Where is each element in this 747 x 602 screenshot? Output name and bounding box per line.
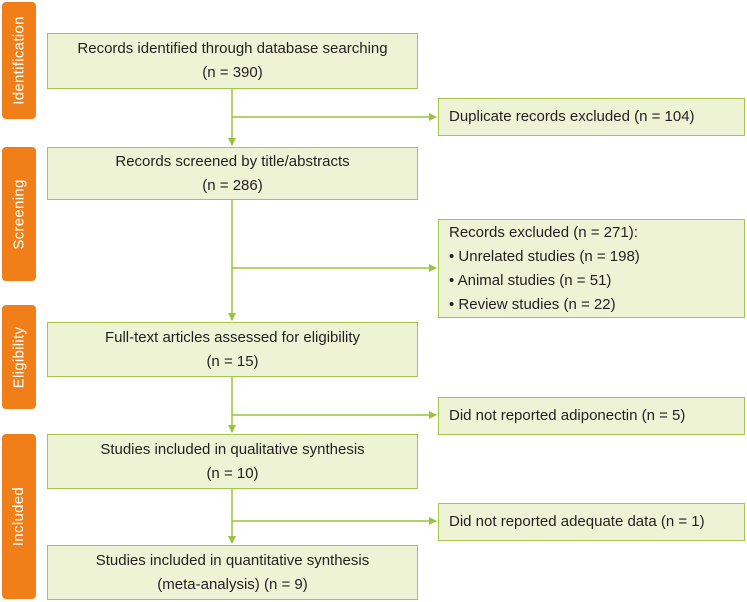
box-no-adiponectin: Did not reported adiponectin (n = 5) xyxy=(438,397,745,435)
box-records-identified-line2: (n = 390) xyxy=(202,64,263,81)
box-duplicates-excluded-text: Duplicate records excluded (n = 104) xyxy=(449,108,695,125)
box-qualitative-synthesis: Studies included in qualitative synthesi… xyxy=(47,434,418,489)
box-quantitative-synthesis-line1: Studies included in quantitative synthes… xyxy=(95,551,370,569)
box-quantitative-synthesis-line2: (meta-analysis) (n = 9) xyxy=(157,575,308,593)
stage-tab-screening: Screening xyxy=(2,147,36,281)
box-records-identified-line1: Records identified through database sear… xyxy=(77,40,388,57)
box-quantitative-synthesis: Studies included in quantitative synthes… xyxy=(47,545,418,600)
stage-tab-identification: Identification xyxy=(2,2,36,119)
box-no-adequate-data: Did not reported adequate data (n = 1) xyxy=(438,503,745,541)
records-excluded-title: Records excluded (n = 271): xyxy=(449,223,638,241)
box-duplicates-excluded: Duplicate records excluded (n = 104) xyxy=(438,98,745,136)
records-excluded-item: Animal studies (n = 51) xyxy=(449,269,744,293)
box-full-text-assessed-line2: (n = 15) xyxy=(206,352,259,370)
box-qualitative-synthesis-line1: Studies included in qualitative synthesi… xyxy=(100,440,365,458)
box-full-text-assessed: Full-text articles assessed for eligibil… xyxy=(47,322,418,377)
stage-tab-included: Included xyxy=(2,434,36,599)
records-excluded-item: Review studies (n = 22) xyxy=(449,293,744,317)
box-records-screened-line1: Records screened by title/abstracts xyxy=(115,152,350,170)
records-excluded-item: Unrelated studies (n = 198) xyxy=(449,245,744,269)
box-records-excluded: Records excluded (n = 271): Unrelated st… xyxy=(438,219,745,318)
box-records-identified: Records identified through database sear… xyxy=(47,33,418,89)
box-qualitative-synthesis-line2: (n = 10) xyxy=(206,464,259,482)
box-no-adiponectin-text: Did not reported adiponectin (n = 5) xyxy=(449,407,686,424)
box-records-screened-line2: (n = 286) xyxy=(202,176,263,194)
box-records-screened: Records screened by title/abstracts (n =… xyxy=(47,147,418,200)
stage-tab-eligibility: Eligibility xyxy=(2,305,36,409)
box-no-adequate-data-text: Did not reported adequate data (n = 1) xyxy=(449,513,705,530)
box-full-text-assessed-line1: Full-text articles assessed for eligibil… xyxy=(104,328,361,346)
